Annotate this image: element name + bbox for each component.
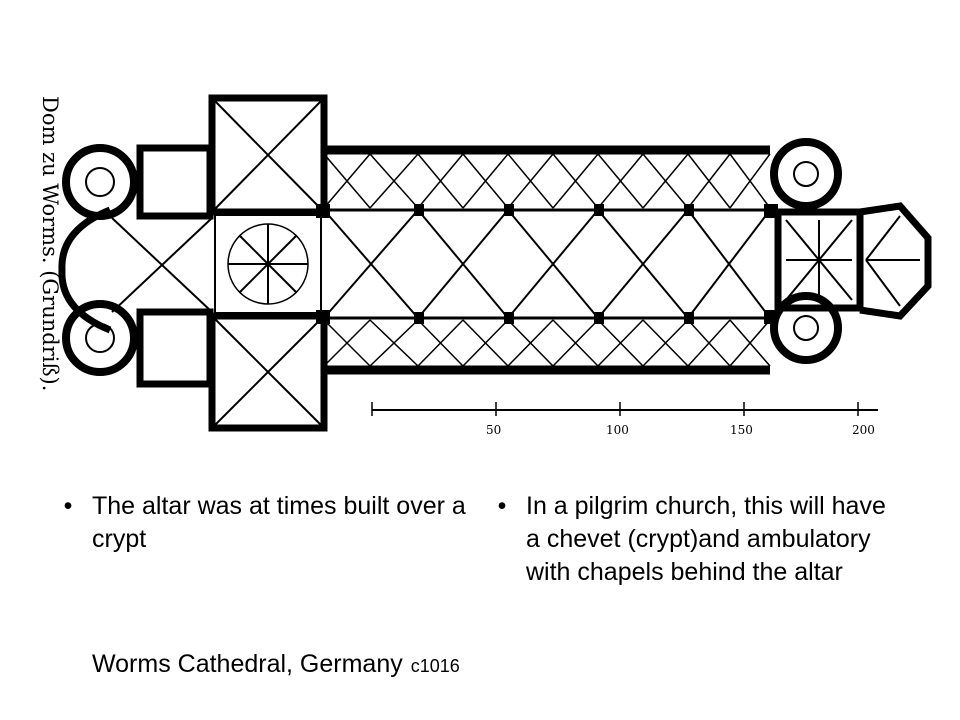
bullet-dot: • [497, 492, 507, 520]
floor-plan-figure: 50 100 150 200 [0, 70, 960, 465]
caption-date: c1016 [410, 656, 460, 676]
bullet-right: • In a pilgrim church, this will have a … [492, 490, 912, 640]
west-tower-south [62, 300, 138, 376]
west-block-north [136, 144, 214, 220]
west-apse-wall [58, 206, 112, 334]
plan-title-vertical: Dom zu Worms. (Grundriß). [38, 96, 62, 392]
west-block-south [136, 308, 214, 388]
west-tower-north [62, 144, 138, 220]
floor-plan-drawing: 50 100 150 200 [58, 94, 932, 437]
bullet-left-text: The altar was at times built over a cryp… [92, 492, 466, 553]
nave-piers [316, 204, 778, 324]
scale-label-100: 100 [606, 423, 629, 437]
east-tower-north [770, 138, 842, 210]
bullet-dot: • [63, 492, 73, 520]
scale-label-150: 150 [730, 423, 753, 437]
scale-bar [371, 402, 878, 416]
crossing [214, 214, 322, 314]
scale-label-200: 200 [852, 423, 875, 437]
caption-main: Worms Cathedral, Germany [92, 650, 403, 678]
east-tower-south [770, 292, 842, 364]
bullet-right-text: In a pilgrim church, this will have a ch… [526, 492, 886, 586]
east-apse [859, 202, 932, 320]
caption: Worms Cathedral, Germany c1016 [92, 650, 460, 679]
bullet-left: • The altar was at times built over a cr… [58, 490, 478, 570]
east-choir [774, 208, 864, 312]
scale-label-50: 50 [486, 423, 501, 437]
